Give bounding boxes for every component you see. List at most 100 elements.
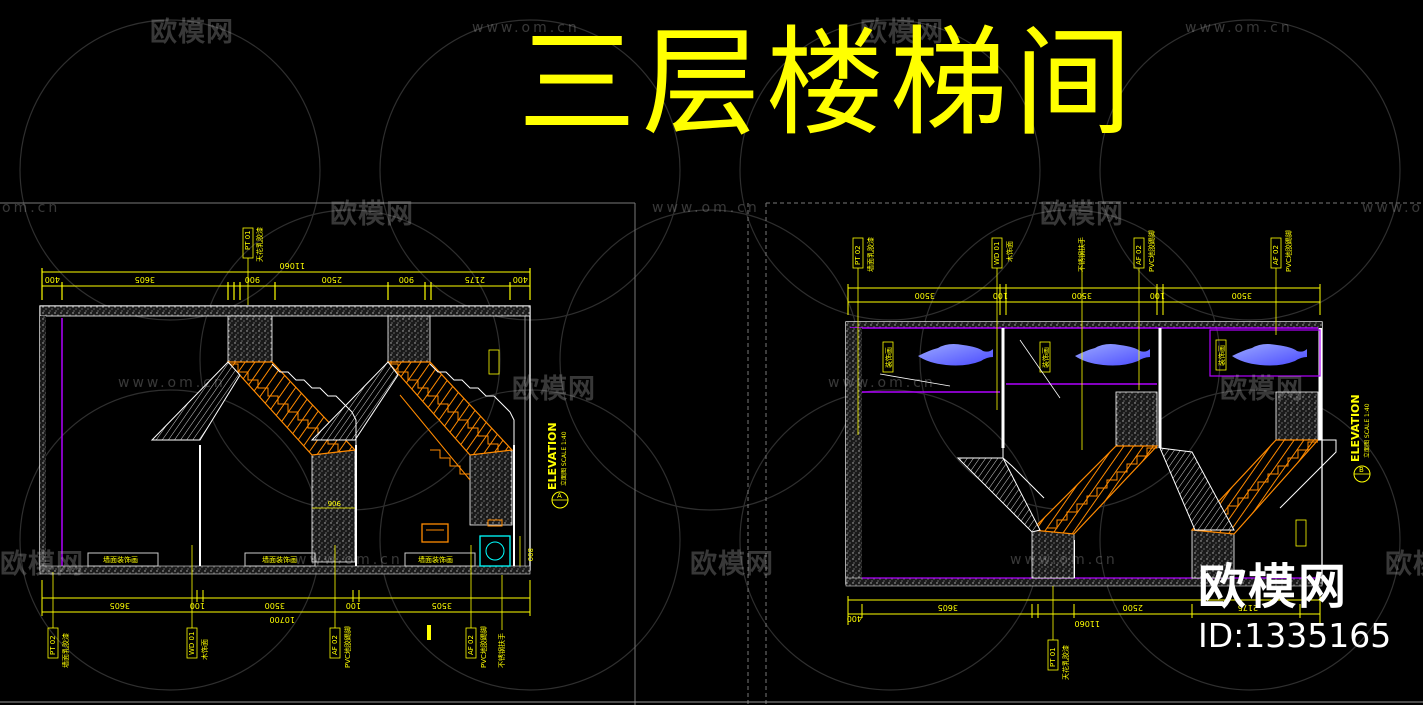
svg-text:PVC地胶踢脚: PVC地胶踢脚 [479, 626, 488, 668]
elevation-b-stair-white-1 [956, 457, 1041, 533]
tag-a-bottom-3: AF 02 PVC地胶踢脚 [329, 545, 352, 668]
elevation-b-niche-labels: 装饰画 装饰画 装饰画 [882, 339, 1227, 373]
watermark-url: www.om.cn [828, 375, 936, 391]
elevation-a-ceiling-slab [39, 305, 531, 317]
watermark-brand: 欧模网 [1040, 199, 1124, 230]
elevation-a-panel-label-3: 墙面装饰画 [418, 555, 453, 564]
svg-text:AF 02: AF 02 [1272, 245, 1280, 265]
svg-text:WD 01: WD 01 [993, 242, 1001, 265]
svg-text:墙面乳胶漆: 墙面乳胶漆 [61, 633, 70, 668]
elevation-a-top-dimensions [41, 268, 531, 300]
tag-b-6: PT 01 天花乳胶漆 [1047, 586, 1070, 680]
svg-text:不锈钢扶手: 不锈钢扶手 [1077, 237, 1086, 272]
elevation-b-stair-white-steps-1 [1002, 448, 1045, 499]
elevation-a-side-label-box [488, 349, 500, 375]
elevation-b-leader-2 [1019, 339, 1061, 399]
elevation-a-cyan-unit [479, 535, 511, 567]
dim-a-top-7: 900 [399, 275, 414, 284]
elevation-b-tags: PT 02 墙面乳胶漆 WD 01 木饰面 不锈钢扶手 AF 02 PVC地胶踢… [852, 230, 1293, 680]
watermark-url: www.om.cn [472, 20, 580, 36]
watermark-url: www.om.cn [1010, 552, 1118, 568]
elevation-a-core-wall-1 [227, 315, 273, 365]
elevation-a-scale: 立面图 SCALE 1:40 [560, 431, 568, 486]
svg-text:墙面乳胶漆: 墙面乳胶漆 [866, 237, 875, 272]
elevation-b-label: ELEVATION [1349, 394, 1362, 462]
page-title: 三层楼梯间 [518, 14, 1139, 152]
elevation-a-panel-label-2: 墙面装饰画 [262, 555, 297, 564]
dim-a-top-0: 400 [45, 275, 60, 284]
watermark-brand: 欧模网 [1220, 374, 1304, 405]
svg-text:PT 01: PT 01 [1049, 647, 1057, 667]
elevation-a-bottom-dim-1: 3605 [110, 601, 130, 610]
elevation-a-marker: A [557, 492, 562, 500]
elevation-a-title-block: A ELEVATION 立面图 SCALE 1:40 [546, 422, 569, 509]
elevation-b-bottom-dim-3: 2500 [1123, 603, 1143, 612]
elevation-a-bottom-overall: 10700 [270, 615, 295, 624]
tag-b-1: PT 02 墙面乳胶漆 [852, 237, 875, 435]
elevation-b-top-dim-5: 3500 [1232, 291, 1252, 300]
elevation-b-top-dim-1: 3500 [915, 291, 935, 300]
elevation-b-top-dimensions [847, 284, 1321, 315]
elevation-a-bottom-dimensions [41, 580, 531, 616]
svg-text:WD 01: WD 01 [188, 632, 196, 655]
elevation-b-bottom-overall: 11060 [1075, 619, 1100, 628]
elevation-a-drawing: 400 3605 900 2500 900 2175 400 11060 [39, 227, 569, 668]
svg-text:AF 02: AF 02 [1135, 245, 1143, 265]
elevation-b-bottom-dim-4: 2175 [1238, 603, 1258, 612]
svg-text:木饰面: 木饰面 [1005, 241, 1014, 262]
tag-a-top: PT 01 天花乳胶漆 [242, 227, 264, 305]
elevation-a-stair-flight-2 [386, 361, 514, 481]
elevation-b-marker: B [1359, 466, 1364, 474]
svg-text:PT 02: PT 02 [49, 635, 57, 655]
svg-text:装饰画: 装饰画 [884, 347, 893, 368]
elevation-a-bottom-dim-2: 100 [190, 601, 205, 610]
watermark-brand: 欧模网 [330, 199, 414, 230]
elevation-a-wall-panels [87, 552, 476, 567]
elevation-a-core-wall-2 [387, 315, 431, 365]
svg-text:PVC地胶踢脚: PVC地胶踢脚 [1284, 230, 1293, 272]
elevation-a-stair-white-2 [310, 361, 399, 441]
elevation-b-drawing: 3500 100 3500 100 3500 装饰画 [845, 230, 1371, 680]
elevation-b-side-label [1295, 519, 1307, 547]
elevation-b-stair-flight-1 [1030, 445, 1159, 535]
brand-overlay: 欧模网 ID:1335165 [1198, 558, 1391, 656]
elevation-b-leader-1 [879, 373, 951, 387]
watermark-url: www.om.cn [1185, 20, 1293, 36]
tag-b-4: AF 02 PVC地胶踢脚 [1133, 230, 1156, 390]
svg-text:AF 02: AF 02 [467, 635, 475, 655]
watermark-url: www.om.cn [1362, 200, 1423, 216]
elevation-a-bottom-dim-4: 100 [346, 601, 361, 610]
elevation-a-panel-label-1: 墙面装饰画 [103, 555, 138, 564]
elevation-b-left-wall [846, 328, 862, 584]
elevation-a-right-dim: 800 [526, 548, 534, 561]
tag-b-2: WD 01 木饰面 [991, 237, 1014, 410]
elevation-a-label: ELEVATION [546, 422, 559, 490]
elevation-b-niche-purple [1209, 329, 1321, 377]
svg-text:木饰面: 木饰面 [200, 639, 209, 660]
svg-text:PVC地胶踢脚: PVC地胶踢脚 [343, 626, 352, 668]
elevation-a-tags: PT 01 天花乳胶漆 PT 02 墙面乳胶漆 WD 01 木饰面 AF 02 … [47, 227, 506, 668]
tag-a-bottom-2: WD 01 木饰面 [186, 545, 209, 660]
dim-a-top-9: 2175 [465, 275, 485, 284]
elevation-b-core-1 [1115, 391, 1158, 449]
watermark-brand: 欧模网 [690, 549, 774, 580]
watermark-url: www.om.cn [652, 200, 760, 216]
elevation-a-floor-slab [39, 565, 531, 575]
svg-text:天花乳胶漆: 天花乳胶漆 [255, 227, 264, 262]
dim-a-top-1: 3605 [135, 275, 155, 284]
elevation-a-stair-white-steps-2 [429, 363, 515, 445]
watermark-brand: 欧模网 [150, 17, 234, 48]
brand-name: 欧模网 [1198, 559, 1349, 615]
watermark-url: www.om.cn [118, 375, 226, 391]
elevation-b-bottom-dim-2: 3605 [938, 603, 958, 612]
elevation-b-ceiling-slab [846, 322, 1322, 328]
watermark-brand: 欧模网 [860, 17, 944, 48]
tag-a-bottom-4: AF 02 PVC地胶踢脚 [465, 545, 488, 668]
elevation-a-bottom-dim-3: 3500 [265, 601, 285, 610]
elevation-b-stair-white-2 [1159, 447, 1235, 531]
dim-a-top-10: 400 [513, 275, 528, 284]
viewport-frames [0, 202, 1423, 705]
elevation-a-mid-dim: 906 [327, 499, 341, 507]
elevation-a-section-mark [427, 625, 431, 640]
svg-text:PT 01: PT 01 [244, 230, 252, 250]
